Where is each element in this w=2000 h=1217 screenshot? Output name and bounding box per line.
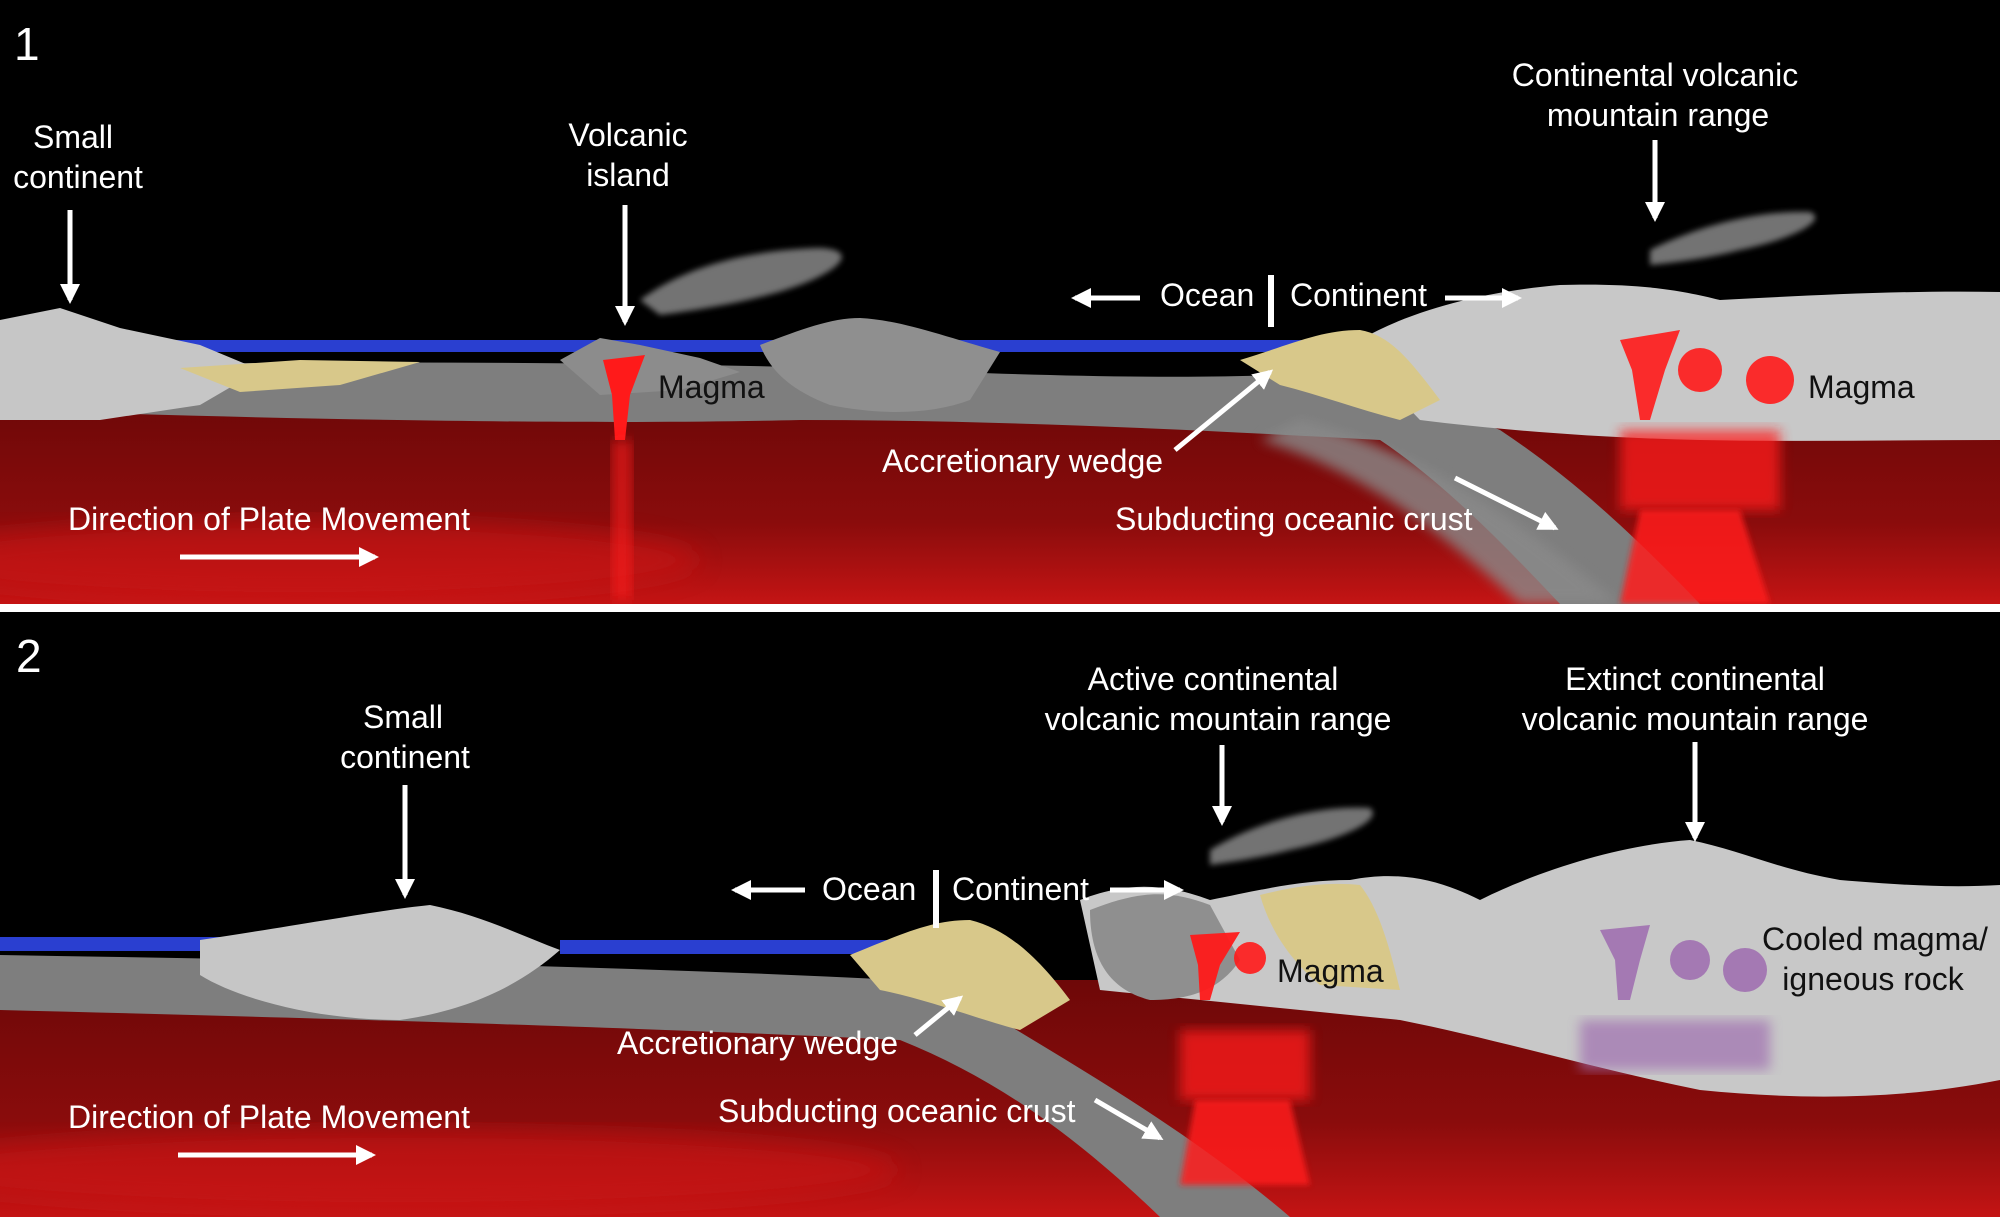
p1-label-accretionary-wedge: Accretionary wedge: [882, 443, 1163, 479]
panel-1-number: 1: [14, 18, 40, 70]
panel-2-sediment-arc: [1260, 883, 1400, 990]
panel-2-cooled-chamber-3: [1723, 948, 1767, 992]
p2-label-extinct-range-1: Extinct continental: [1565, 661, 1825, 697]
panel-separator: [0, 604, 2000, 612]
p1-label-magma-island: Magma: [658, 369, 765, 405]
panel-2-cooled-reservoir: [1580, 1020, 1770, 1070]
p1-label-subducting-crust: Subducting oceanic crust: [1115, 501, 1473, 537]
panel-2-cooled-chamber-1: [1600, 925, 1650, 1000]
panel-2-ocean-continent-divider: [933, 870, 939, 928]
p1-label-continental-range-1: Continental volcanic: [1512, 57, 1798, 93]
panel-2-cooled-magma-body: [1580, 925, 1770, 1070]
panel-1-magma-reservoir: [1620, 430, 1780, 510]
panel-2-magma-reservoir: [1180, 1030, 1310, 1100]
panel-1: [0, 0, 2000, 604]
panel-1-magma-chamber-1: [1620, 330, 1680, 420]
panel-2: [0, 612, 2000, 1217]
p2-label-magma: Magma: [1277, 953, 1384, 989]
panel-2-magma-source: [1180, 1100, 1310, 1185]
panel-2-cooled-chamber-2: [1670, 940, 1710, 980]
panel-1-continental-magma: [1620, 330, 1794, 604]
panel-2-number: 2: [16, 630, 42, 682]
panel-1-magma-source: [1620, 510, 1770, 604]
p1-label-volcanic-island-1: Volcanic: [568, 117, 687, 153]
panel-2-active-magma: [1180, 932, 1310, 1185]
p2-label-cooled-magma-2: igneous rock: [1782, 961, 1964, 997]
panel-2-mantle-glow: [0, 1130, 900, 1210]
p2-label-extinct-range-2: volcanic mountain range: [1522, 701, 1869, 737]
p2-label-continent: Continent: [952, 871, 1089, 907]
p1-label-ocean: Ocean: [1160, 277, 1254, 313]
p1-label-magma-continent: Magma: [1808, 369, 1915, 405]
p2-label-cooled-magma-1: Cooled magma/: [1762, 921, 1988, 957]
panel-1-oceanic-crust: [0, 362, 1700, 604]
p2-label-subducting-crust: Subducting oceanic crust: [718, 1093, 1076, 1129]
p1-label-continent: Continent: [1290, 277, 1427, 313]
p2-label-small-continent-2: continent: [340, 739, 470, 775]
panel-1-magma-chamber-2: [1678, 348, 1722, 392]
panel-1-seamount: [760, 318, 1000, 412]
panel-1-magma-chamber-3: [1746, 356, 1794, 404]
p2-label-active-range-1: Active continental: [1088, 661, 1339, 697]
panel-1-accretionary-wedge: [1240, 330, 1440, 420]
panel-1-ocean-continent-divider: [1268, 275, 1274, 327]
panel-2-oceanic-crust: [0, 955, 1290, 1217]
panel-2-small-continent-body: [200, 905, 560, 1020]
p2-label-ocean: Ocean: [822, 871, 916, 907]
panel-1-subducting-slab: [1260, 420, 1620, 604]
panel-1-sediment-left: [180, 360, 420, 392]
p1-arrow-subducting-crust: [1453, 475, 1559, 531]
p2-label-plate-movement: Direction of Plate Movement: [68, 1099, 470, 1135]
p2-arrow-accretionary-wedge: [913, 995, 964, 1037]
p2-label-accretionary-wedge: Accretionary wedge: [617, 1025, 898, 1061]
p2-arrow-subducting-crust: [1093, 1097, 1164, 1141]
p2-label-active-range-2: volcanic mountain range: [1045, 701, 1392, 737]
panel-1-island-magma-conduit: [612, 440, 632, 600]
panel-1-ocean-water: [150, 340, 1350, 352]
panel-2-magma-chamber-1: [1190, 932, 1240, 1000]
panel-1-continental-plume: [1650, 211, 1816, 265]
panel-1-volcanic-island: [560, 338, 740, 395]
p1-label-plate-movement: Direction of Plate Movement: [68, 501, 470, 537]
panel-1-island-plume: [640, 248, 842, 315]
p1-label-small-continent-2: continent: [13, 159, 143, 195]
panel-1-mantle-glow: [0, 520, 700, 600]
p1-label-small-continent-1: Small: [33, 119, 113, 155]
p2-label-small-continent-1: Small: [363, 699, 443, 735]
p1-label-continental-range-2: mountain range: [1547, 97, 1769, 133]
panel-2-magma-chamber-2: [1234, 942, 1266, 974]
panel-1-small-continent-body: [0, 308, 260, 420]
panel-1-island-magma: [603, 355, 645, 440]
p1-label-volcanic-island-2: island: [586, 157, 670, 193]
panel-2-ocean-water-right: [560, 940, 900, 954]
annotation-arrows: [60, 140, 1705, 1165]
panel-2-accretionary-wedge: [850, 920, 1070, 1030]
panel-2-active-plume: [1210, 807, 1373, 865]
p1-arrow-accretionary-wedge: [1173, 369, 1274, 452]
panel-2-ocean-water-left: [0, 937, 220, 951]
